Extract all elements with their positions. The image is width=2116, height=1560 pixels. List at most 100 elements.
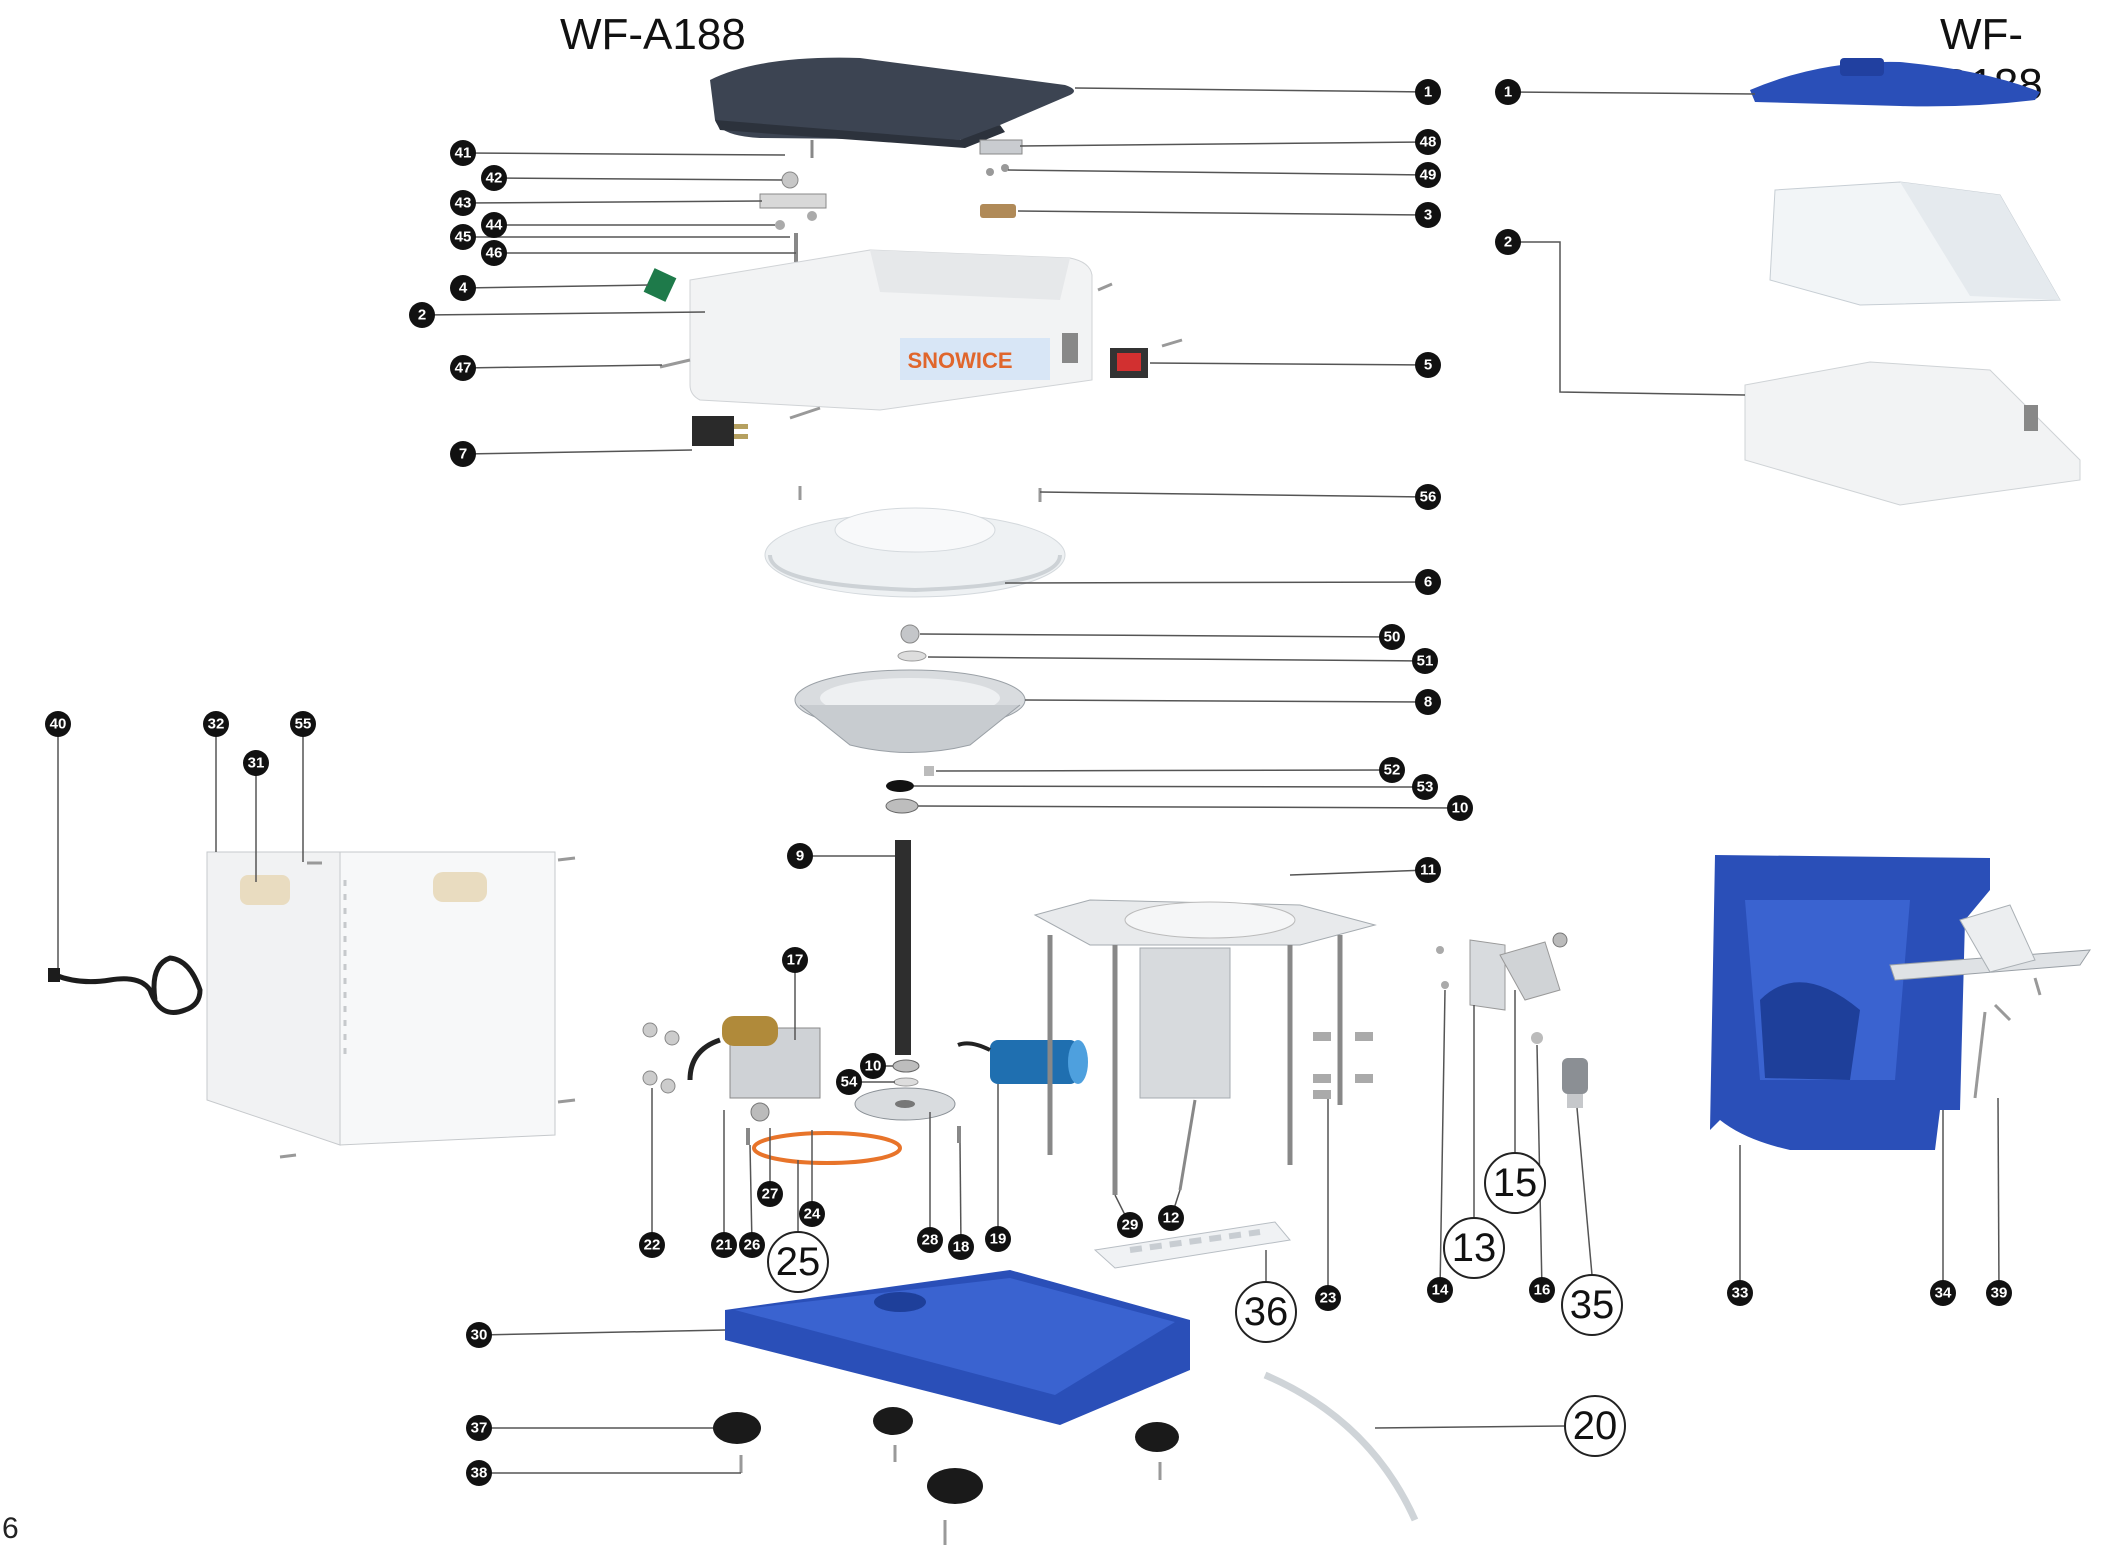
callout-text-55: 55 <box>295 716 312 733</box>
leader-c53 <box>913 785 1426 788</box>
part-base-tray-blue <box>725 1270 1190 1425</box>
callout-text-21: 21 <box>716 1237 733 1254</box>
callout-text-15: 15 <box>1493 1161 1538 1205</box>
leader-c18 <box>959 1142 962 1248</box>
leader-c35 <box>1576 1107 1593 1276</box>
callout-46: 46 <box>481 240 507 266</box>
part-hinge-set <box>759 140 827 262</box>
callout-text-42: 42 <box>486 170 503 187</box>
callout-text-25: 25 <box>776 1240 821 1284</box>
part-aluminum-bowl <box>794 669 1026 753</box>
callout-39: 39 <box>1986 1280 2012 1306</box>
callout-10: 10 <box>860 1053 886 1079</box>
part-housing-white: SNOWICE <box>689 249 1093 411</box>
part-bearing-upper <box>885 798 919 814</box>
part-nut-c <box>642 1070 658 1086</box>
callout-text-10: 10 <box>865 1058 882 1075</box>
callout-text-2: 2 <box>418 307 426 324</box>
callout-29: 29 <box>1117 1212 1143 1238</box>
leader-c2a <box>421 311 706 316</box>
callout-12: 12 <box>1158 1205 1184 1231</box>
callout-text-29: 29 <box>1122 1217 1139 1234</box>
callout-text-36: 36 <box>1244 1290 1289 1334</box>
callout-text-4: 4 <box>459 280 468 297</box>
callout-text-48: 48 <box>1420 134 1437 151</box>
callout-text-6: 6 <box>1424 574 1432 591</box>
callout-text-31: 31 <box>248 755 265 772</box>
callout-text-14: 14 <box>1432 1282 1449 1299</box>
callout-31: 31 <box>243 750 269 776</box>
leader-c39 <box>1997 1097 2000 1294</box>
part-ice-collar <box>764 486 1066 598</box>
part-clear-cover <box>1769 181 2061 306</box>
part-motor <box>687 1016 821 1122</box>
part-pulley <box>854 1087 956 1121</box>
callout-text-39: 39 <box>1991 1285 2008 1302</box>
callout-text-19: 19 <box>990 1231 1007 1248</box>
part-seal <box>886 780 914 792</box>
part-blue-housing-frame <box>1710 855 1990 1150</box>
callout-text-17: 17 <box>787 952 804 969</box>
leader-c49 <box>1007 169 1429 176</box>
callout-40: 40 <box>45 711 71 737</box>
leader-c48 <box>1019 141 1429 147</box>
callout-48: 48 <box>1415 129 1441 155</box>
callout-49: 49 <box>1415 162 1441 188</box>
callout-34: 34 <box>1930 1280 1956 1306</box>
part-screw-a <box>1097 282 1113 292</box>
callout-text-11: 11 <box>1420 862 1436 879</box>
callout-23: 23 <box>1315 1285 1341 1311</box>
part-adjust-knob <box>1562 1058 1588 1108</box>
part-hinge-plate <box>979 139 1023 155</box>
callout-36: 36 <box>1235 1281 1297 1343</box>
callout-text-45: 45 <box>455 229 472 246</box>
callout-text-34: 34 <box>1935 1285 1952 1302</box>
callout-14: 14 <box>1427 1277 1453 1303</box>
callout-text-7: 7 <box>459 446 467 463</box>
callout-text-38: 38 <box>471 1465 488 1482</box>
callout-text-54: 54 <box>841 1074 858 1091</box>
part-screw-49b <box>1001 164 1009 172</box>
callout-text-10: 10 <box>1452 800 1469 817</box>
part-shaft <box>895 840 911 1055</box>
part-lid-dark <box>710 57 1074 148</box>
callout-text-12: 12 <box>1163 1210 1180 1227</box>
callout-text-1: 1 <box>1504 84 1512 101</box>
page-number: 6 <box>2 1512 19 1545</box>
leader-c2b <box>1508 241 1746 396</box>
part-side-panel <box>206 851 576 1159</box>
part-drain-tube <box>1263 1371 1419 1522</box>
leader-c6 <box>1004 581 1429 584</box>
leader-c56 <box>1039 491 1429 498</box>
leader-c14 <box>1439 989 1446 1291</box>
part-power-connector <box>692 416 748 446</box>
leader-c50 <box>919 633 1393 638</box>
callout-text-8: 8 <box>1424 694 1432 711</box>
callout-35: 35 <box>1561 1274 1623 1336</box>
callout-text-3: 3 <box>1424 207 1432 224</box>
leader-c8 <box>1024 699 1429 703</box>
leader-c47 <box>462 364 663 369</box>
callout-text-27: 27 <box>762 1186 779 1203</box>
part-drip-grate <box>1093 1221 1291 1269</box>
callout-1: 1 <box>1415 79 1441 105</box>
callout-text-43: 43 <box>455 195 472 212</box>
callout-text-5: 5 <box>1424 357 1432 374</box>
part-screw-49a <box>986 168 994 176</box>
callout-4: 4 <box>450 275 476 301</box>
part-screw-b <box>1161 338 1183 348</box>
callout-2: 2 <box>409 302 435 328</box>
part-nut-a <box>642 1022 658 1038</box>
part-blade-assembly <box>1889 904 2091 1099</box>
part-drive-belt <box>752 1131 902 1165</box>
callout-text-32: 32 <box>208 716 225 733</box>
callout-5: 5 <box>1415 352 1441 378</box>
callout-text-20: 20 <box>1573 1404 1618 1448</box>
callout-text-18: 18 <box>953 1239 970 1256</box>
callout-55: 55 <box>290 711 316 737</box>
part-power-cord <box>54 955 203 1015</box>
callout-33: 33 <box>1727 1280 1753 1306</box>
callout-text-28: 28 <box>922 1232 939 1249</box>
callout-15: 15 <box>1484 1152 1546 1214</box>
